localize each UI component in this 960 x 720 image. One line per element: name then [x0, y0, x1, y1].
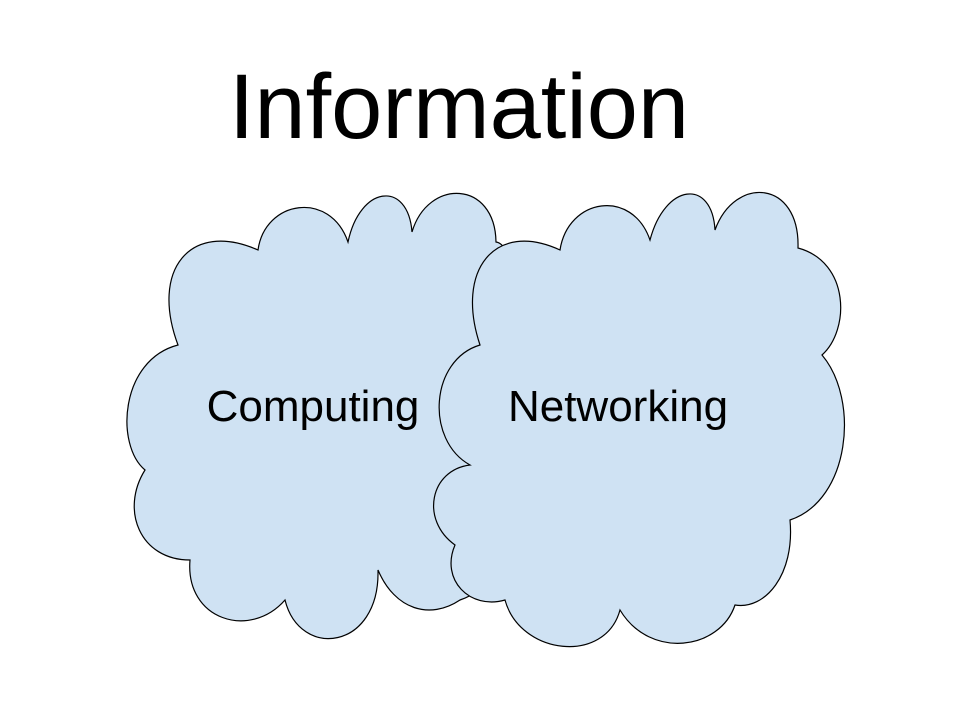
computing-label: Computing	[207, 382, 420, 431]
networking-cloud: Networking	[433, 191, 846, 648]
networking-cloud-shape	[433, 191, 846, 648]
networking-label: Networking	[508, 382, 728, 431]
slide-title: Information	[228, 56, 690, 158]
